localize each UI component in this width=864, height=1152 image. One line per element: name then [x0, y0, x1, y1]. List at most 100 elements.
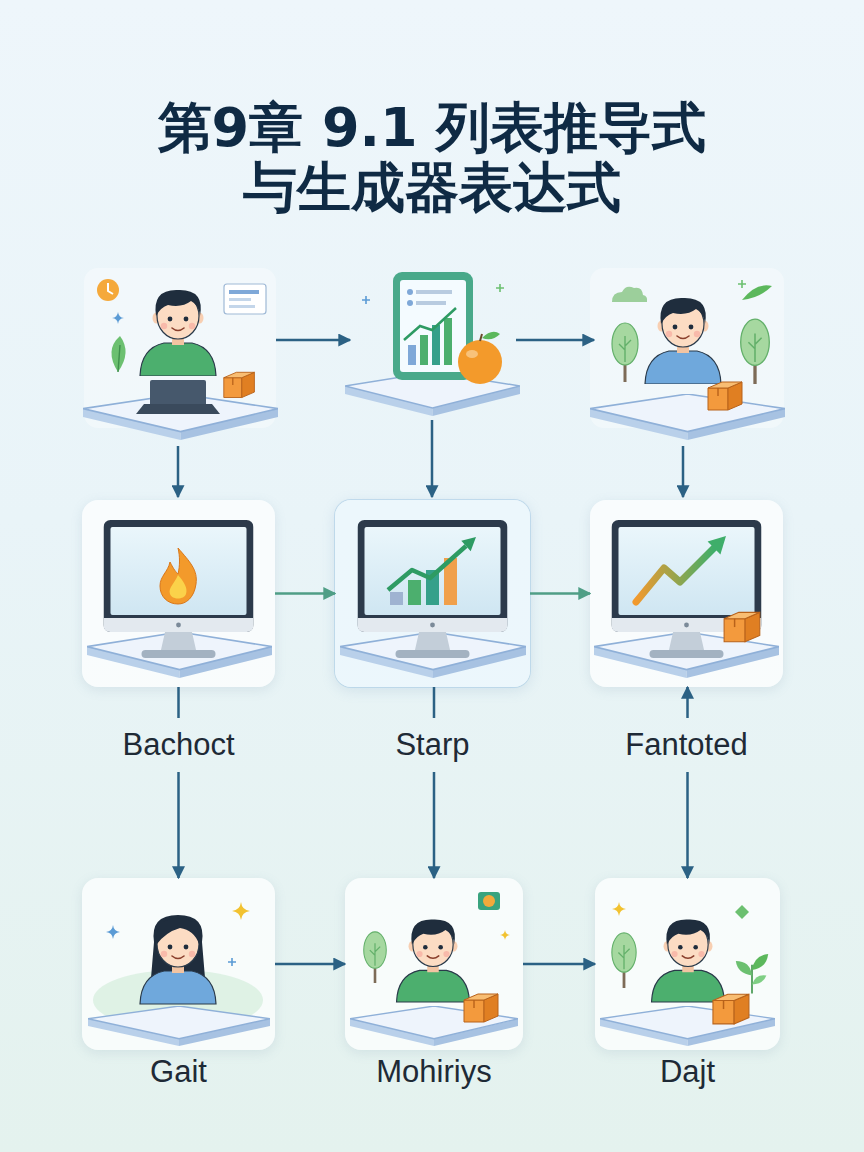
badge-icon	[478, 892, 500, 910]
node-label-group: Mohiriys	[345, 1055, 523, 1089]
apple	[458, 340, 502, 384]
flow-arrow	[516, 339, 594, 342]
platform	[345, 372, 520, 416]
tree	[612, 933, 636, 988]
sparkle	[232, 902, 250, 920]
laptop-base	[136, 404, 220, 414]
monitor	[104, 520, 254, 658]
flow-connector	[275, 592, 335, 595]
node-label: Gait	[82, 1055, 275, 1089]
flow-arrow	[682, 446, 685, 497]
monitor	[612, 520, 762, 658]
sparkle	[106, 925, 120, 939]
orange-box	[713, 994, 749, 1024]
flow-connector	[523, 963, 595, 966]
platform	[350, 1006, 518, 1046]
person-card-right	[600, 902, 775, 1046]
person-card-left	[88, 902, 270, 1046]
process-box: Starp	[335, 500, 530, 687]
chart-bar	[408, 345, 416, 365]
tree	[364, 932, 387, 983]
platform	[83, 394, 278, 440]
flow-connector	[275, 963, 345, 966]
monitor-growth	[594, 520, 779, 678]
process-box: Dajt	[595, 878, 780, 1050]
chart-bar	[444, 558, 457, 605]
window-line	[229, 290, 259, 294]
apple-leaf	[482, 332, 500, 340]
orange-box	[708, 382, 742, 410]
node-label-group: Bachoct	[82, 728, 275, 762]
platform	[87, 632, 272, 678]
platform	[600, 1006, 775, 1046]
sparkle	[112, 312, 124, 324]
window-line	[229, 298, 251, 301]
node-label: Mohiriys	[345, 1055, 523, 1089]
monitor-bar-chart	[340, 520, 526, 678]
orange-box	[724, 612, 760, 641]
hill	[93, 970, 263, 1030]
list-dot	[407, 289, 413, 295]
list-line	[416, 290, 452, 294]
monitor	[358, 520, 508, 658]
trend-arrow	[388, 546, 466, 590]
tree	[741, 319, 770, 384]
node-label-group: Fantoted	[590, 728, 783, 762]
sparkle	[496, 284, 504, 292]
node-label: Starp	[335, 728, 530, 762]
trend-line	[404, 308, 456, 340]
orange-box	[464, 994, 498, 1022]
node-label: Bachoct	[82, 728, 275, 762]
window-card	[224, 284, 266, 314]
sparkle	[738, 280, 746, 288]
chart-bar	[426, 570, 439, 605]
chart-bar	[408, 580, 421, 605]
apple-stem	[480, 334, 482, 341]
tablet-screen	[400, 280, 466, 372]
diagram-title: 第9章 9.1 列表推导式 与生成器表达式	[112, 98, 752, 218]
person	[397, 919, 470, 1002]
flame-icon	[160, 548, 196, 604]
list-line	[416, 301, 446, 305]
node-label-group: Starp	[335, 728, 530, 762]
leaf-vein	[118, 345, 120, 372]
illustration-arrows	[178, 340, 683, 497]
sparkle	[612, 902, 626, 916]
chart-bar	[420, 335, 428, 365]
node-label: Dajt	[595, 1055, 780, 1089]
flow-arrow	[177, 446, 180, 497]
process-box: Fantoted	[590, 500, 783, 687]
platform	[590, 394, 785, 440]
monitor-flame	[87, 520, 272, 678]
flow-connector	[177, 687, 180, 878]
window-line	[229, 305, 255, 308]
node-label-group: Dajt	[595, 1055, 780, 1089]
platform	[88, 1006, 270, 1046]
growth-arrow	[636, 548, 714, 602]
person	[645, 298, 721, 384]
flow-connector	[433, 687, 436, 878]
process-box: Bachoct	[82, 500, 275, 687]
chart-bar	[444, 318, 452, 365]
chart-bar	[390, 592, 403, 605]
sparkle	[500, 930, 510, 940]
flow-connector	[686, 687, 689, 878]
flying-leaf	[742, 285, 772, 300]
chart-bar	[432, 325, 440, 365]
person	[652, 919, 725, 1002]
tile-backdrop	[84, 268, 276, 428]
list-dot	[407, 300, 413, 306]
growth-arrow-head	[708, 536, 726, 554]
platform	[340, 632, 526, 678]
apple-highlight	[466, 350, 478, 358]
node-label-group: Gait	[82, 1055, 275, 1089]
illustration-tile-tablet	[345, 272, 520, 416]
illustration-tile-working	[83, 268, 278, 440]
node-label: Fantoted	[590, 728, 783, 762]
flame-core	[170, 575, 187, 599]
cloud	[612, 287, 647, 302]
flow-arrow	[276, 339, 350, 342]
tile-backdrop	[590, 268, 784, 428]
person-card-middle	[350, 892, 518, 1046]
